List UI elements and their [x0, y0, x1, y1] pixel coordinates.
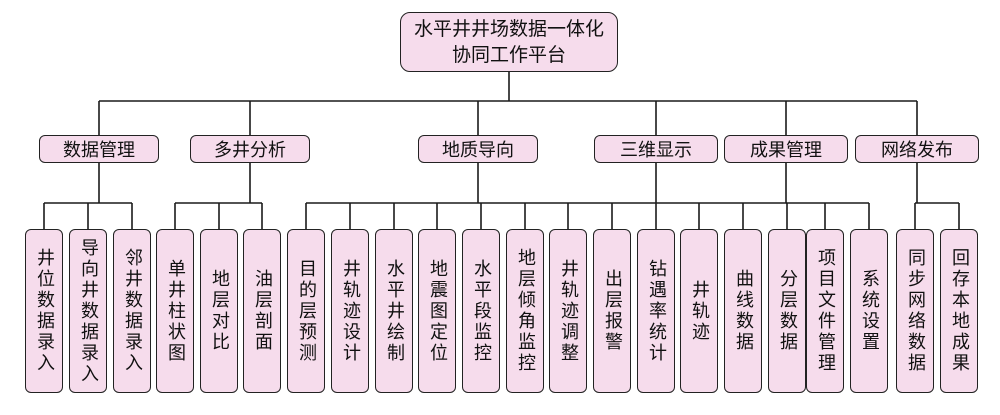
leaf-box: 地层对比	[200, 229, 238, 393]
leaf-box: 水平井绘制	[375, 229, 413, 393]
leaf-box: 地震图定位	[418, 229, 456, 393]
leaf-box: 曲线数据	[724, 229, 762, 393]
leaf-box: 单井柱状图	[156, 229, 194, 393]
root-title-line-1: 水平井井场数据一体化	[413, 18, 604, 40]
leaf-label: 曲线数据	[733, 269, 754, 353]
leaf-box: 分层数据	[768, 229, 806, 393]
root-title-line-2: 协同工作平台	[451, 44, 566, 66]
leaf-box: 井轨迹调整	[549, 229, 587, 393]
category-box: 多井分析	[190, 135, 310, 163]
leaf-label: 目的层预测	[296, 258, 317, 364]
leaf-label: 出层报警	[602, 269, 623, 353]
leaf-box: 井位数据录入	[25, 229, 63, 393]
category-box: 成果管理	[724, 135, 848, 163]
leaf-box: 井轨迹设计	[331, 229, 369, 393]
leaf-label: 地层对比	[209, 269, 230, 353]
leaf-box: 油层剖面	[243, 229, 281, 393]
leaf-box: 同步网络数据	[896, 229, 934, 393]
leaf-label: 地层倾角监控	[515, 248, 536, 374]
category-box: 数据管理	[39, 135, 159, 163]
leaf-label: 钻遇率统计	[646, 258, 667, 364]
leaf-box: 钻遇率统计	[637, 229, 675, 393]
leaf-label: 井轨迹设计	[340, 258, 361, 364]
root-box: 水平井井场数据一体化 协同工作平台	[400, 12, 618, 72]
leaf-label: 导向井数据录入	[78, 237, 99, 385]
leaf-box: 出层报警	[593, 229, 631, 393]
leaf-box: 地层倾角监控	[506, 229, 544, 393]
leaf-box: 邻井数据录入	[113, 229, 151, 393]
leaf-label: 系统设置	[859, 269, 880, 353]
leaf-label: 井轨迹	[689, 279, 710, 343]
category-box: 地质导向	[418, 135, 538, 163]
leaf-label: 井轨迹调整	[558, 258, 579, 364]
leaf-label: 水平段监控	[471, 258, 492, 364]
leaf-label: 项目文件管理	[815, 248, 836, 374]
leaf-label: 回存本地成果	[949, 248, 970, 374]
leaf-label: 单井柱状图	[165, 258, 186, 364]
leaf-box: 回存本地成果	[940, 229, 978, 393]
category-box: 网络发布	[855, 135, 979, 163]
leaf-label: 同步网络数据	[905, 248, 926, 374]
leaf-box: 水平段监控	[462, 229, 500, 393]
category-box: 三维显示	[594, 135, 718, 163]
leaf-label: 分层数据	[777, 269, 798, 353]
leaf-box: 目的层预测	[287, 229, 325, 393]
leaf-box: 井轨迹	[680, 229, 718, 393]
leaf-label: 邻井数据录入	[122, 248, 143, 374]
leaf-label: 地震图定位	[427, 258, 448, 364]
leaf-label: 油层剖面	[252, 269, 273, 353]
leaf-label: 井位数据录入	[34, 248, 55, 374]
leaf-box: 导向井数据录入	[69, 229, 107, 393]
leaf-box: 系统设置	[850, 229, 888, 393]
leaf-label: 水平井绘制	[384, 258, 405, 364]
leaf-box: 项目文件管理	[806, 229, 844, 393]
